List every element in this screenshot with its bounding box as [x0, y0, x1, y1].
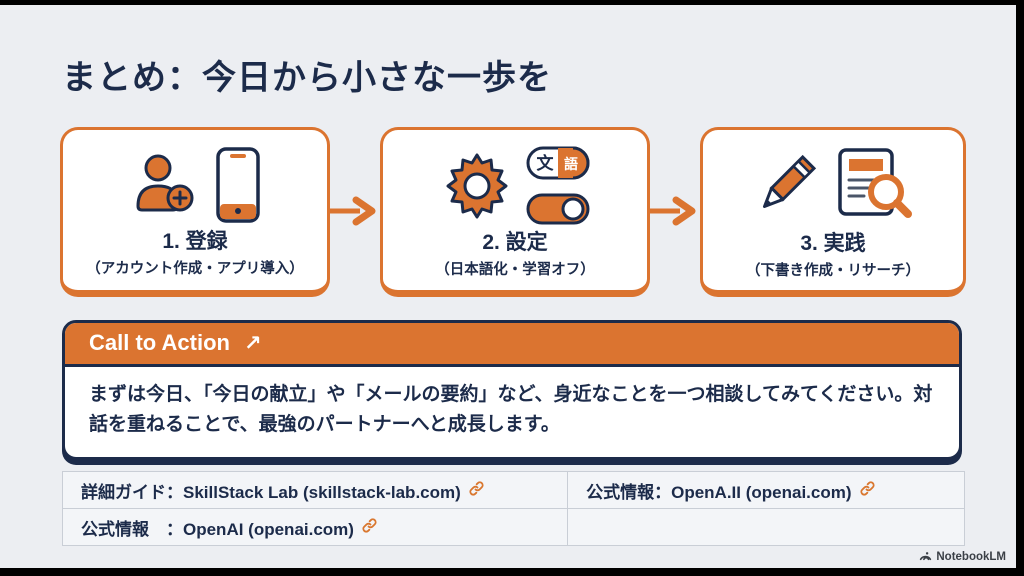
step2-right-icons: 文 語 — [526, 146, 590, 230]
link-icon[interactable] — [468, 480, 485, 502]
watermark: NotebookLM — [919, 549, 1006, 564]
notebooklm-logo-icon — [919, 549, 932, 564]
link-cell-openai-top[interactable]: 公式情報：OpenA.II (openai.com) — [567, 471, 965, 509]
step-box-practice: 3. 実践 （下書き作成・リサーチ） — [700, 127, 966, 297]
cta-body-text: まずは今日、「今日の献立」や「メールの要約」など、身近なことを一つ相談してみてく… — [89, 384, 933, 436]
cta-header: Call to Action ↗ — [65, 323, 959, 367]
step-box-register: 1. 登録 （アカウント作成・アプリ導入） — [60, 127, 330, 297]
link-text[interactable]: 詳細ガイド：SkillStack Lab (skillstack-lab.com… — [81, 482, 461, 502]
watermark-label: NotebookLM — [936, 550, 1006, 563]
link-text[interactable]: 公式情報 ：OpenAI (openai.com) — [81, 519, 354, 539]
empty-cell — [567, 508, 965, 546]
step2-icons: 文 語 — [440, 146, 590, 230]
document-search-icon — [834, 146, 918, 231]
right-arrow-icon — [650, 196, 700, 226]
page-title: まとめ：今日から小さな一歩を — [62, 59, 552, 97]
user-plus-icon — [128, 148, 202, 227]
link-icon[interactable] — [361, 517, 378, 539]
step1-icons — [128, 146, 262, 229]
step3-label: 3. 実践 — [800, 232, 866, 255]
link-cell-openai-bottom[interactable]: 公式情報 ：OpenAI (openai.com) — [61, 508, 569, 546]
step1-sublabel: （アカウント作成・アプリ導入） — [86, 261, 304, 278]
links-table: 詳細ガイド：SkillStack Lab (skillstack-lab.com… — [61, 471, 965, 546]
cta-header-label: Call to Action — [89, 330, 230, 355]
step2-label: 2. 設定 — [482, 231, 548, 254]
frame-bar-right — [1016, 0, 1024, 576]
gear-icon — [440, 149, 514, 228]
table-row: 公式情報 ：OpenAI (openai.com) — [61, 508, 965, 546]
step1-label: 1. 登録 — [162, 230, 228, 253]
pencil-icon — [748, 149, 822, 228]
step3-sublabel: （下書き作成・リサーチ） — [746, 263, 920, 280]
right-arrow-icon — [330, 196, 380, 226]
step-box-settings: 文 語 2. 設定 （日本語化・学習オフ） — [380, 127, 650, 297]
cta-box: Call to Action ↗ まずは今日、「今日の献立」や「メールの要約」な… — [62, 320, 962, 460]
link-cell-skillstack[interactable]: 詳細ガイド：SkillStack Lab (skillstack-lab.com… — [61, 471, 569, 509]
step2-sublabel: （日本語化・学習オフ） — [435, 262, 595, 279]
toggle-icon — [526, 193, 590, 230]
smartphone-icon — [214, 146, 262, 229]
table-row: 詳細ガイド：SkillStack Lab (skillstack-lab.com… — [61, 471, 965, 509]
frame-bar-bottom — [0, 568, 1024, 576]
translate-icon: 文 語 — [526, 146, 590, 185]
svg-text:語: 語 — [564, 156, 578, 172]
frame-bar-top — [0, 0, 1024, 5]
svg-text:文: 文 — [537, 153, 555, 173]
external-arrow-icon: ↗ — [243, 331, 262, 355]
link-text[interactable]: 公式情報：OpenA.II (openai.com) — [586, 482, 852, 502]
step3-icons — [748, 146, 918, 231]
link-icon[interactable] — [859, 480, 876, 502]
